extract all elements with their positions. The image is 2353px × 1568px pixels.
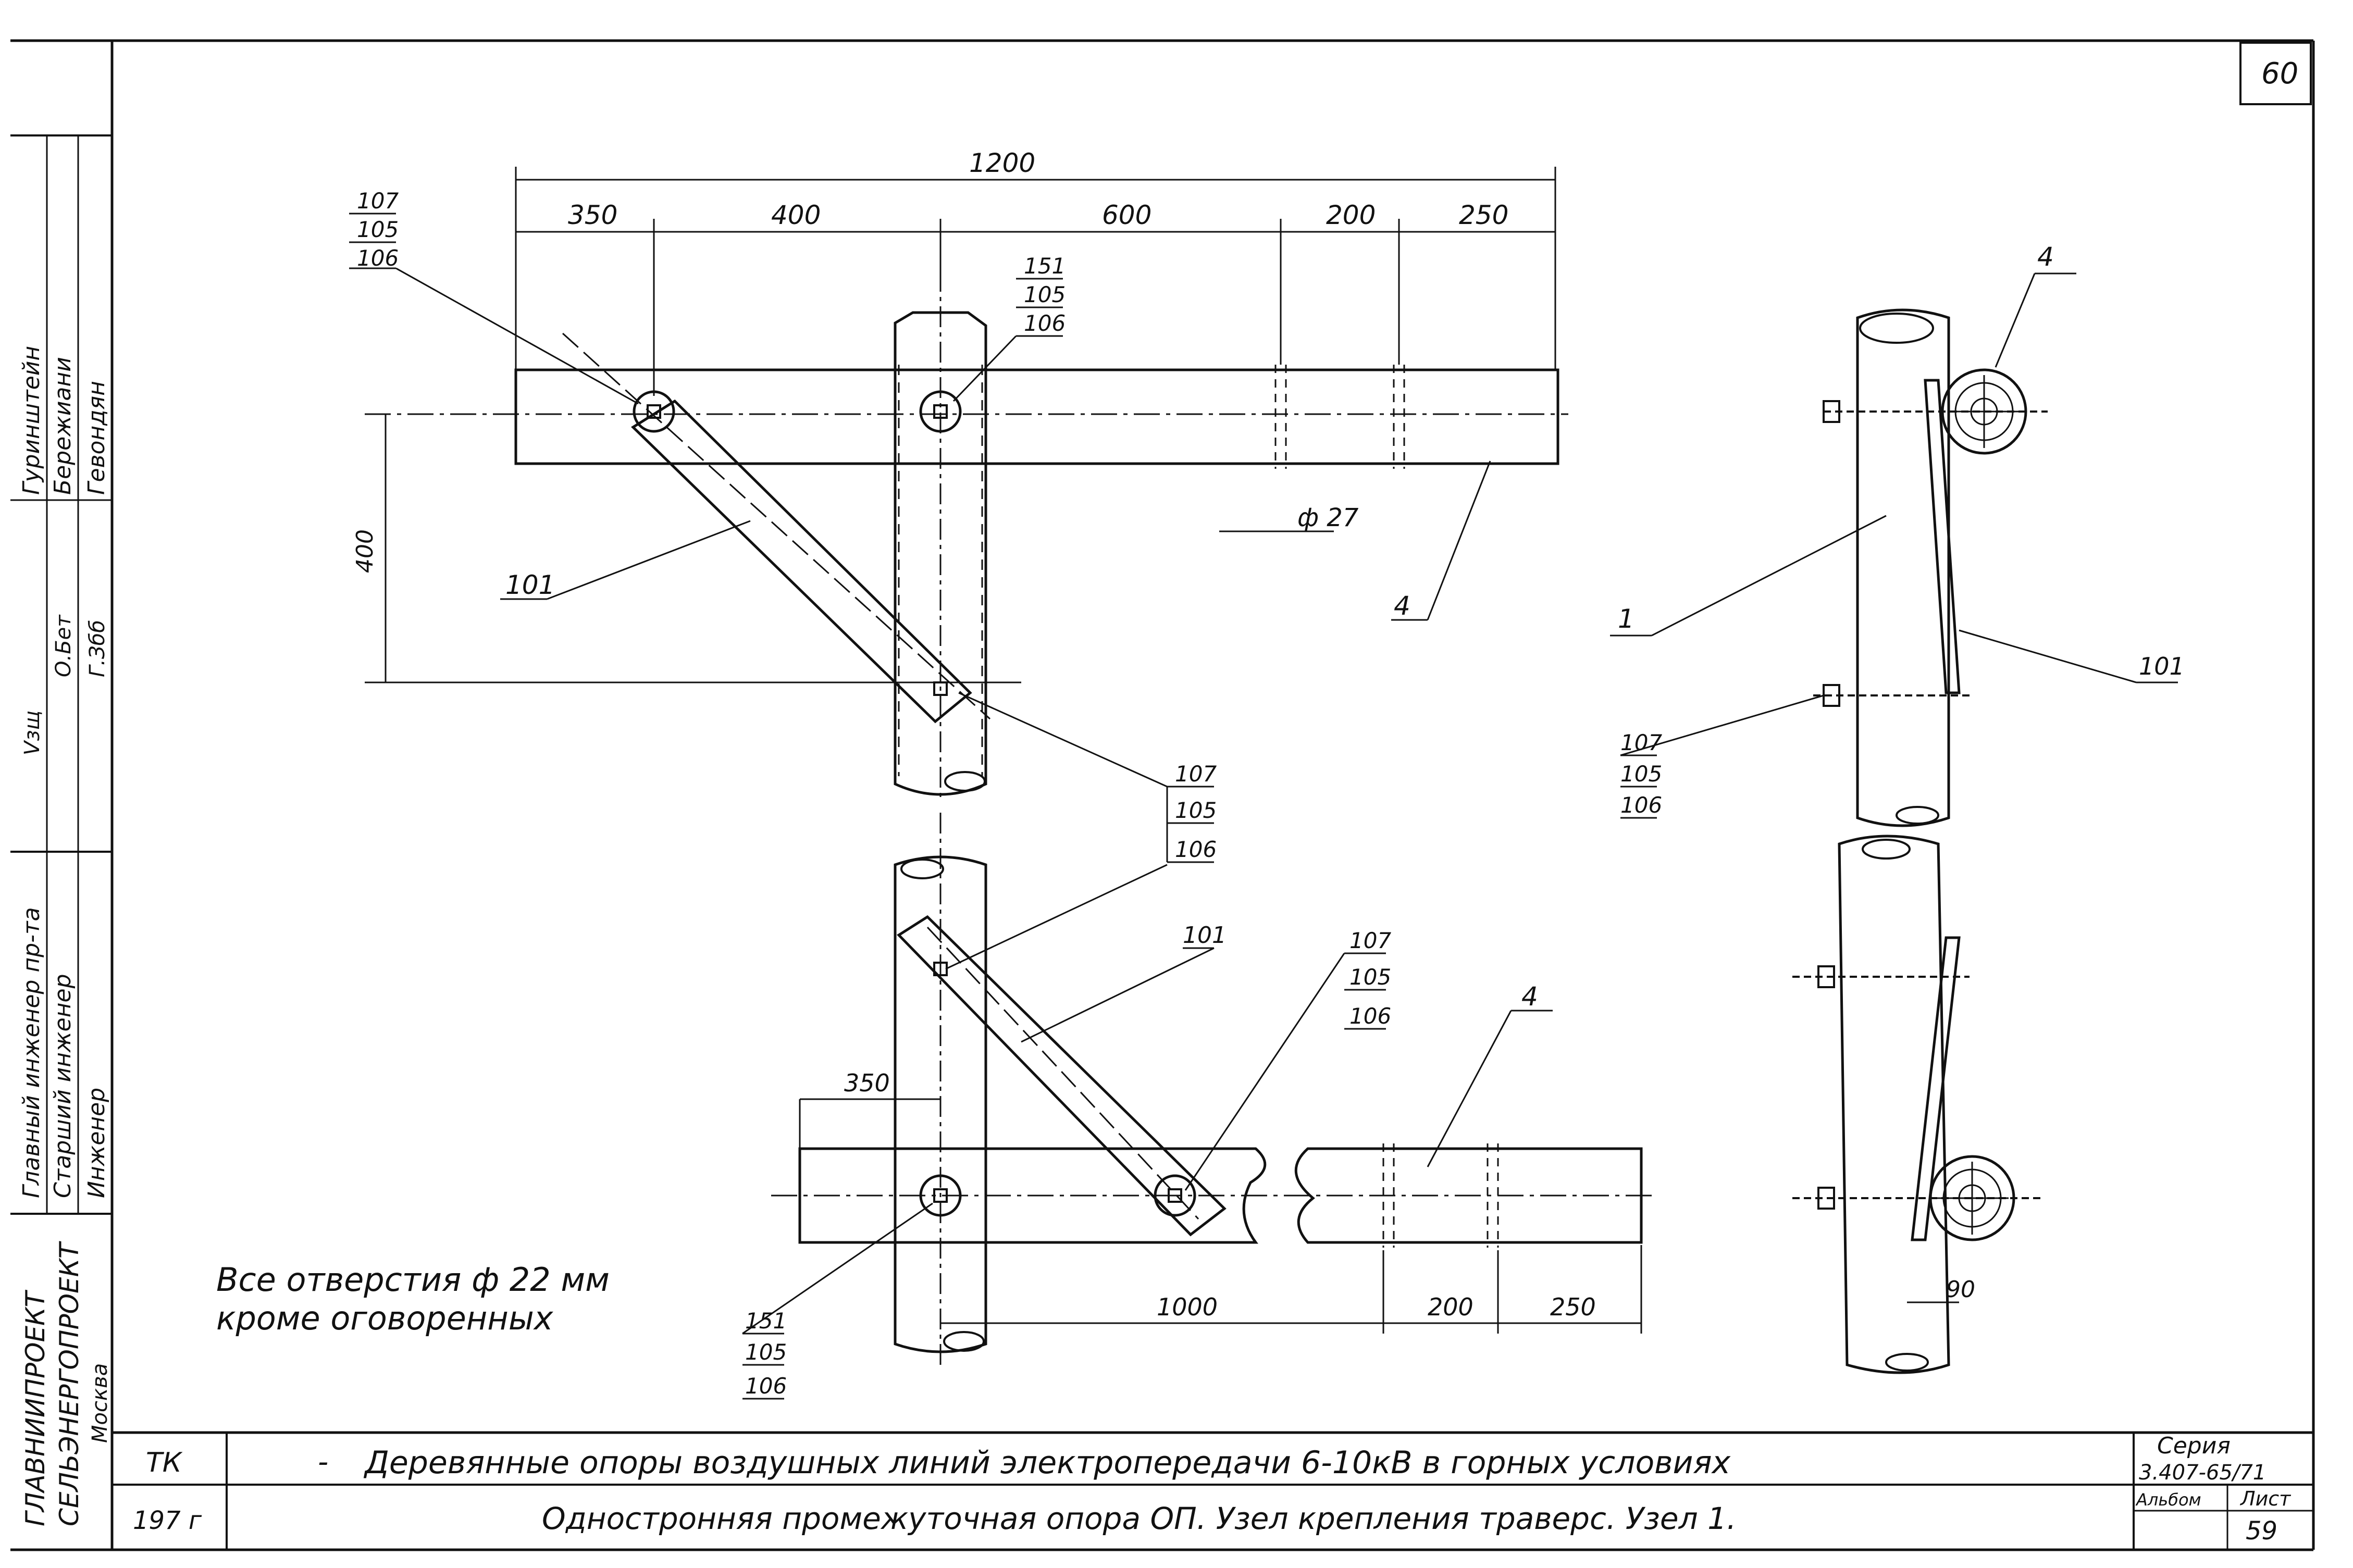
callout-bottom-b-1: 151 <box>745 1308 787 1334</box>
dim-bottom-350: 350 <box>844 1069 890 1097</box>
dim-400: 400 <box>771 200 821 230</box>
pole-side-upper <box>1856 308 1950 827</box>
dim-bottom-200: 200 <box>1428 1293 1473 1321</box>
bolt-hole-top-center <box>919 390 962 433</box>
callout-crossarm-top: 4 <box>1394 591 1410 621</box>
dim-total: 1200 <box>969 148 1035 178</box>
callout-crossarm-bottom: 4 <box>1521 981 1538 1012</box>
callout-c-1: 107 <box>1175 761 1217 787</box>
side-view: 4 1 101 107 105 106 90 <box>1610 242 2185 1374</box>
dim-250: 250 <box>1459 200 1508 230</box>
brace-bottom <box>897 915 1227 1237</box>
callout-bolt-side-3: 106 <box>1620 792 1662 818</box>
pole-side-lower <box>1838 835 1950 1374</box>
crossarm-bottom-right <box>1294 1147 1643 1244</box>
stamp-name-3: Гевондян <box>83 381 110 495</box>
dim-600: 600 <box>1102 200 1151 230</box>
callout-brace-side: 101 <box>2139 652 2185 680</box>
insulator-side-lower <box>1929 1155 2015 1241</box>
stamp-name-1: Гуринштейн <box>18 346 45 495</box>
stamp-signature-3: Г.Збб <box>85 620 109 677</box>
brace-top <box>630 399 972 724</box>
dim-bottom-1000: 1000 <box>1157 1293 1218 1321</box>
bottom-view: 350 1000 200 250 101 107 105 106 <box>742 813 1657 1400</box>
sheet-number-box: 60 <box>2239 42 2312 105</box>
series-value: 3.407-65/71 <box>2139 1461 2266 1485</box>
callout-a-2: 105 <box>357 217 399 242</box>
callout-bolt-side-1: 107 <box>1620 730 1662 755</box>
callout-bolt-side-2: 105 <box>1620 761 1662 787</box>
general-note: Все отверстия ф 22 мм кроме оговоренных <box>216 1261 610 1337</box>
callout-c-2: 105 <box>1175 798 1217 823</box>
dim-200: 200 <box>1326 200 1376 230</box>
title-sub: Одностронняя промежуточная опора ОП. Узе… <box>542 1501 1736 1536</box>
callout-bottom-b-3: 106 <box>745 1373 787 1399</box>
sheet-label: Лист <box>2239 1487 2292 1510</box>
callout-crossarm-side: 4 <box>2037 242 2054 272</box>
top-dimensions: 1200 350 400 600 200 250 400 ф 27 <box>352 148 1556 683</box>
callout-b-2: 105 <box>1024 282 1066 307</box>
title-code-1: ТК <box>146 1447 183 1478</box>
pole-bottom <box>894 855 987 1353</box>
stamp-signature-2: О.Бет <box>52 614 76 677</box>
stamp-org-2: СЕЛЬЭНЕРГОПРОЕКТ <box>54 1241 84 1526</box>
title-dash: - <box>318 1445 328 1479</box>
dim-350: 350 <box>568 200 617 230</box>
callout-brace-bottom: 101 <box>1183 922 1227 949</box>
crossarm-top <box>514 368 1559 465</box>
dim-hole-27: ф 27 <box>1297 503 1359 532</box>
callout-bottom-a-1: 107 <box>1349 928 1391 953</box>
crossarm-bottom-left <box>798 1147 1267 1244</box>
album-label: Альбом <box>2135 1490 2201 1510</box>
brace-side-lower <box>1911 936 1961 1241</box>
sheet-frame <box>10 39 2315 1551</box>
stamp-signature-1: Vзщ <box>20 711 44 755</box>
callout-b-3: 106 <box>1024 310 1066 336</box>
side-stamp: Главный инженер пр-та Старший инженер Ин… <box>10 134 112 1526</box>
bottom-callouts: 101 107 105 106 151 105 106 4 <box>742 864 1553 1400</box>
insulator-side-upper <box>1941 368 2027 455</box>
bolt-hole-bottom-right <box>1154 1174 1196 1217</box>
brace-side-upper <box>1924 379 1961 694</box>
callout-c-3: 106 <box>1175 837 1217 862</box>
bolt-hole-top-left <box>633 390 675 433</box>
top-callouts: 107 105 106 151 105 106 107 105 106 101 … <box>349 188 1491 863</box>
bolt-side <box>1792 400 2048 1210</box>
stamp-city: Москва <box>88 1363 112 1443</box>
dim-side-90: 90 <box>1946 1276 1975 1303</box>
callout-bottom-a-3: 106 <box>1349 1003 1391 1029</box>
sheet-number: 60 <box>2261 57 2298 91</box>
stamp-role-1: Главный инженер пр-та <box>18 907 45 1198</box>
series-label: Серия <box>2157 1433 2231 1459</box>
dim-bottom-250: 250 <box>1550 1293 1596 1321</box>
callout-a-3: 106 <box>357 245 399 271</box>
callout-brace-top: 101 <box>505 570 555 600</box>
stamp-role-3: Инженер <box>83 1088 110 1198</box>
title-main: Деревянные опоры воздушных линий электро… <box>363 1445 1731 1481</box>
stamp-org-1: ГЛАВНИИПРОЕКТ <box>20 1289 51 1526</box>
bottom-dimensions: 350 1000 200 250 <box>799 1069 1642 1334</box>
top-view: 1200 350 400 600 200 250 400 ф 27 107 10… <box>349 148 1568 863</box>
dim-vertical-400: 400 <box>352 529 378 573</box>
stamp-role-2: Старший инженер <box>49 974 76 1198</box>
title-block: ТК 197 г - Деревянные опоры воздушных ли… <box>112 1431 2313 1550</box>
sheet-value: 59 <box>2246 1516 2277 1546</box>
pole-top <box>894 311 987 796</box>
callout-pole-side: 1 <box>1618 604 1634 634</box>
callout-b-1: 151 <box>1024 253 1066 279</box>
note-line-2: кроме оговоренных <box>216 1299 554 1337</box>
callout-a-1: 107 <box>357 188 399 214</box>
stamp-name-2: Бережиани <box>49 357 76 495</box>
title-code-2: 197 г <box>133 1506 202 1535</box>
bolt-hole-bottom-center <box>919 1174 962 1217</box>
callout-bottom-b-2: 105 <box>745 1339 787 1365</box>
callout-bottom-a-2: 105 <box>1349 964 1391 990</box>
note-line-1: Все отверстия ф 22 мм <box>216 1261 610 1299</box>
